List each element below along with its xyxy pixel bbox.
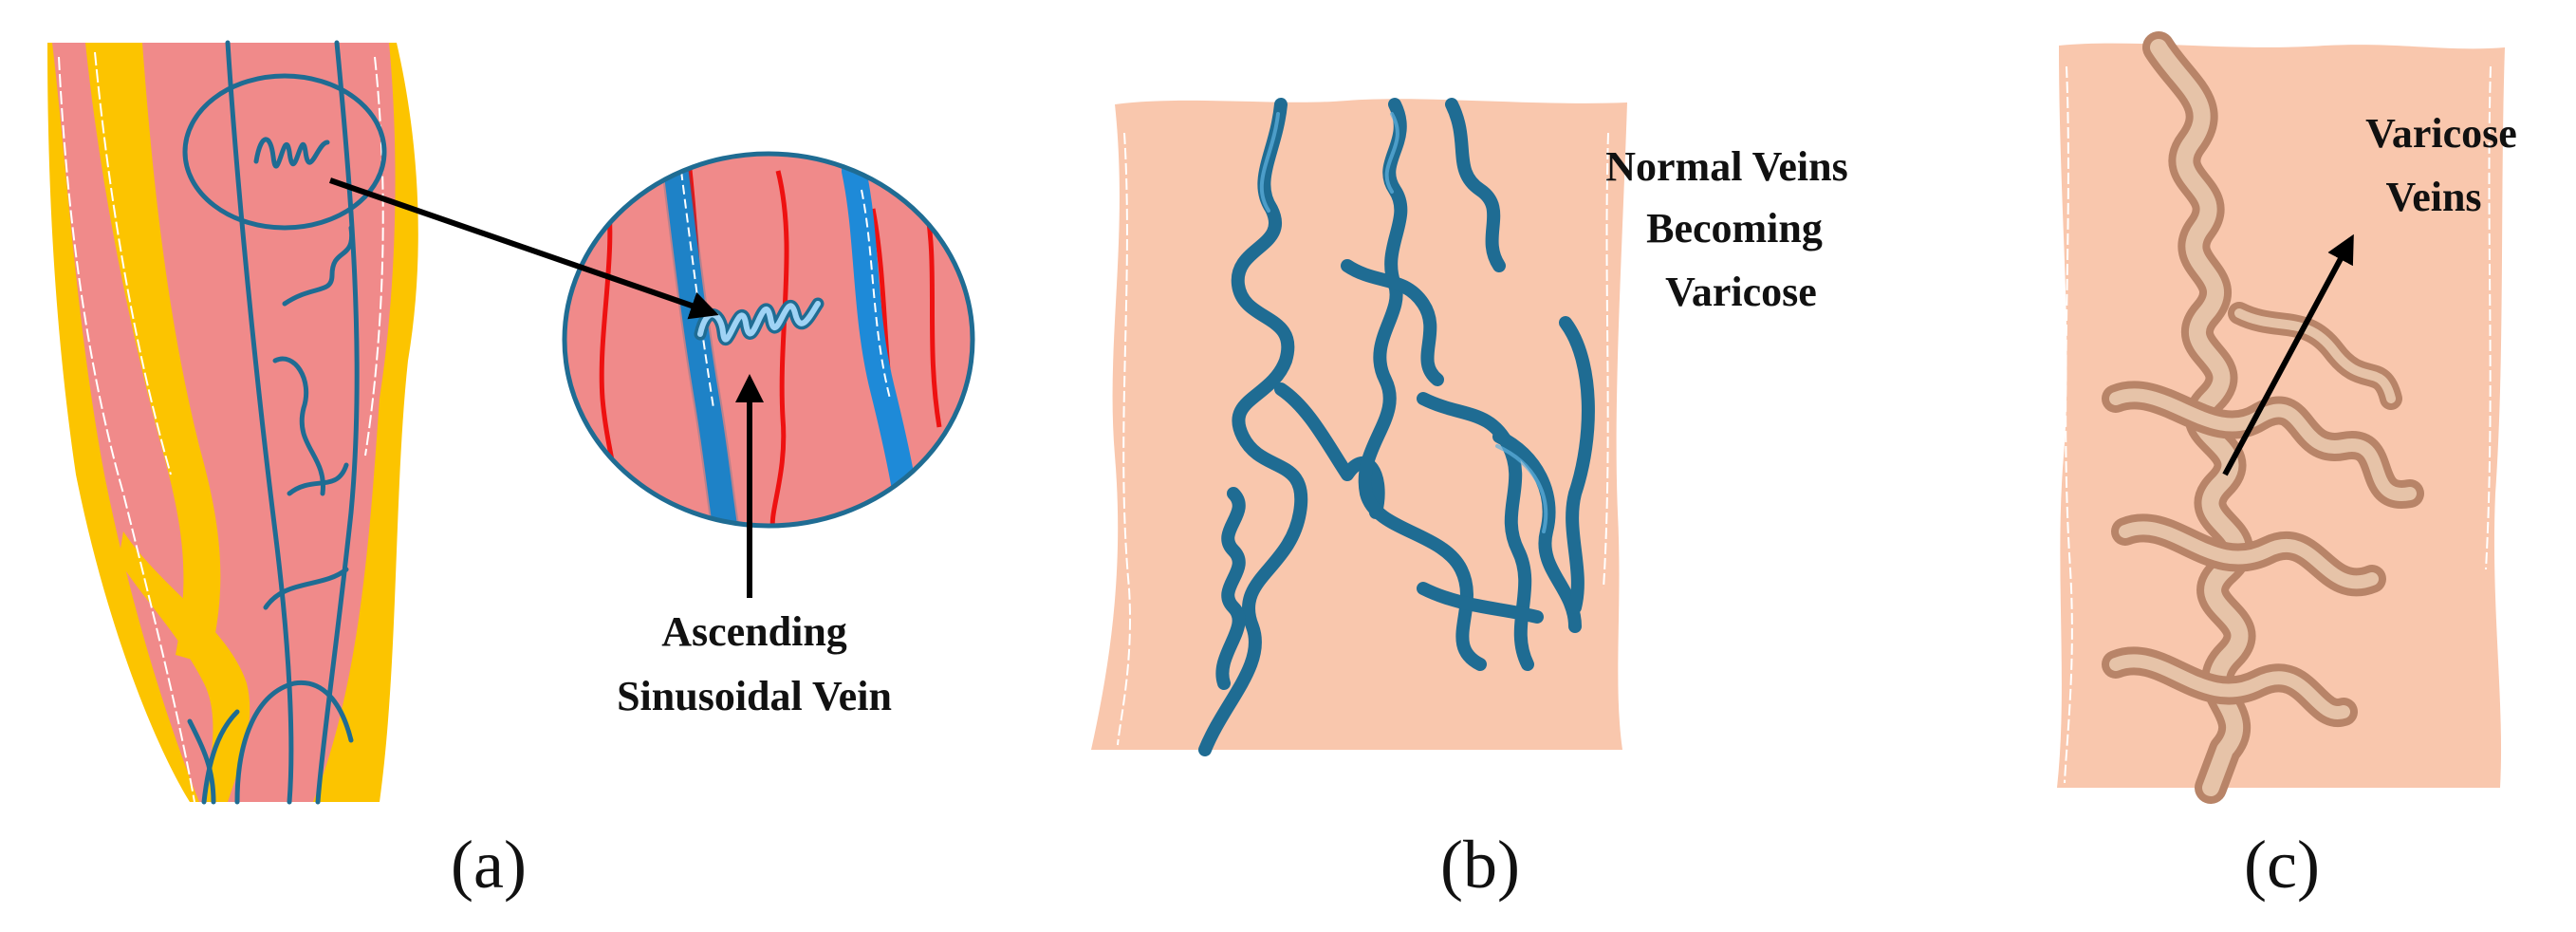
panel-b: Normal Veins Becoming Varicose (b) <box>1091 98 1848 903</box>
leg-veins <box>187 40 360 805</box>
caption-a: (a) <box>451 827 527 903</box>
fat-strip <box>119 531 250 802</box>
sinusoidal-vein-small <box>253 137 330 169</box>
caption-b: (b) <box>1440 827 1520 903</box>
varicose-veins-c <box>2102 31 2424 804</box>
caption-c: (c) <box>2244 827 2320 903</box>
sinusoidal-vein-label: Sinusoidal Vein <box>617 673 892 719</box>
zoom-region-ellipse <box>182 73 387 231</box>
veins-label-c: Veins <box>2385 174 2481 220</box>
varicose-label-b: Varicose <box>1665 269 1817 315</box>
normal-veins-label: Normal Veins <box>1605 143 1847 190</box>
becoming-label: Becoming <box>1646 205 1823 252</box>
varicose-label-c: Varicose <box>2365 110 2517 157</box>
zoom-arrow <box>329 177 719 320</box>
tortuous-veins-b <box>1198 98 1595 756</box>
ascending-label: Ascending <box>661 608 847 655</box>
label-arrow-c <box>2222 233 2354 476</box>
panel-c: Varicose Veins (c) <box>2057 31 2517 903</box>
zoom-circle <box>562 151 975 529</box>
skin-patch-b <box>1091 99 1627 751</box>
leg-illustration <box>47 40 418 805</box>
fat-strip <box>85 43 221 664</box>
panel-a: Ascending Sinusoidal Vein (a) <box>47 40 975 903</box>
